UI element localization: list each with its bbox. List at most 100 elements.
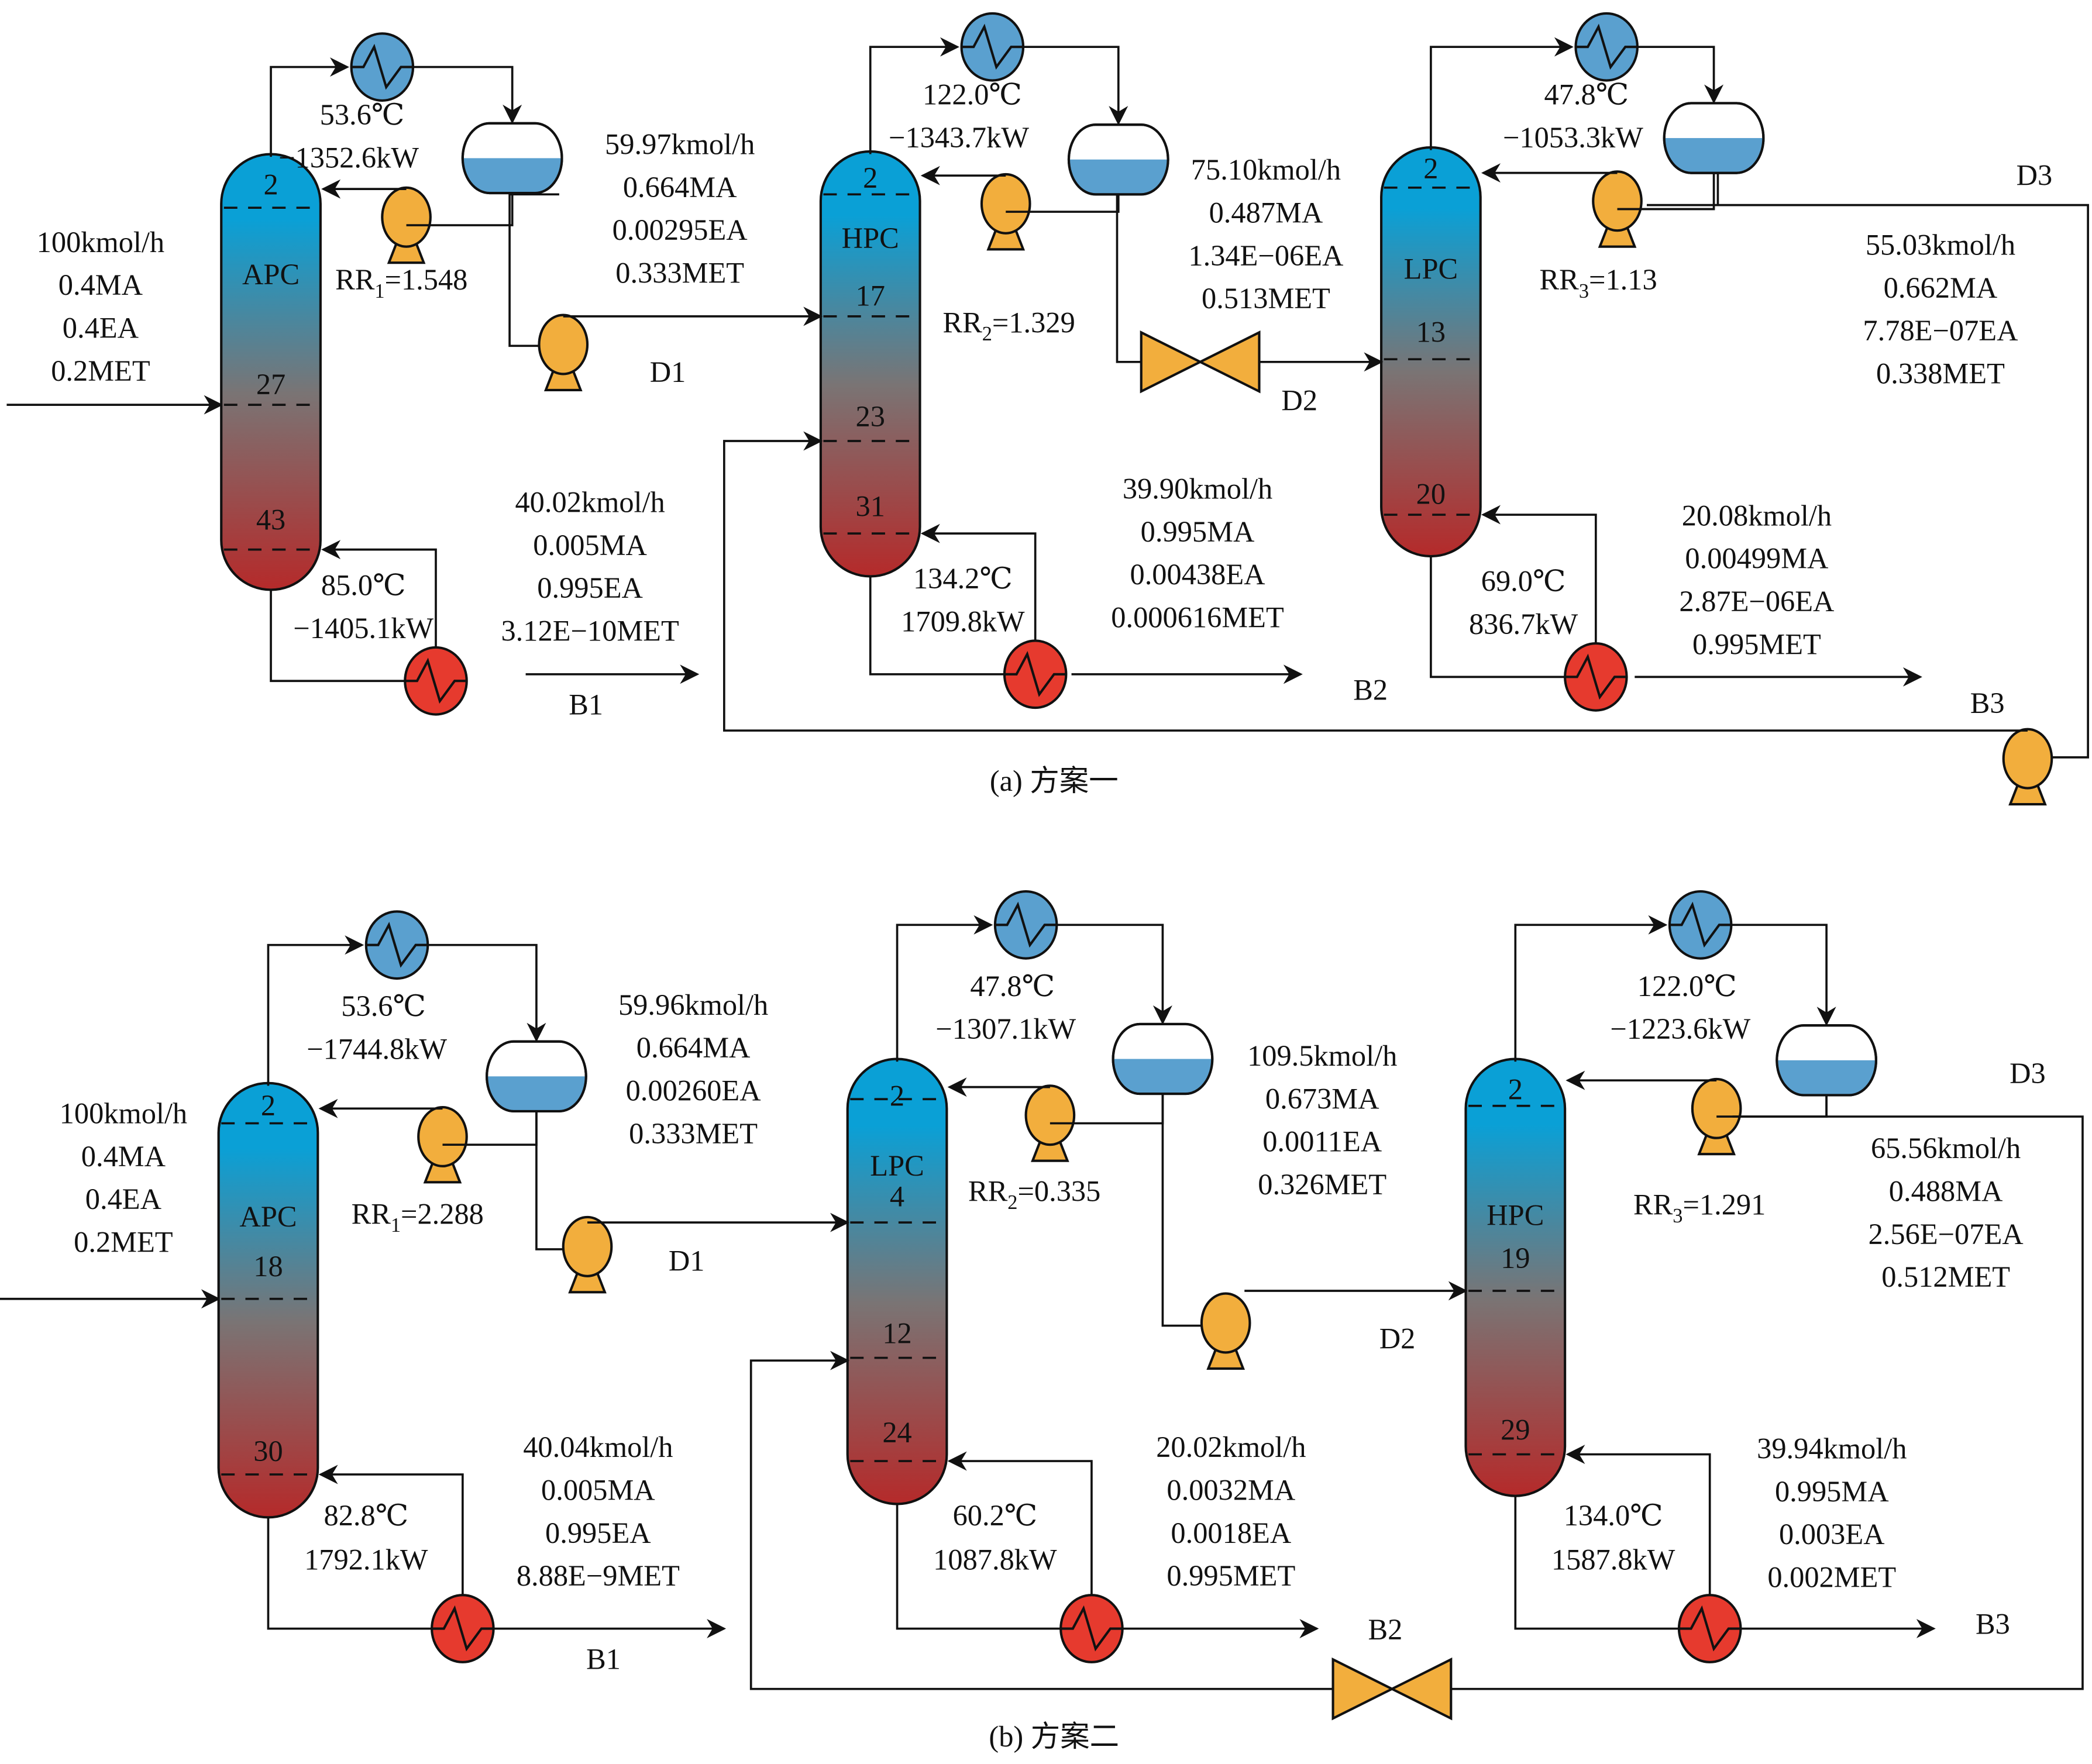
drum-liquid-level — [487, 1076, 586, 1111]
bottoms-draw-line — [267, 1517, 432, 1630]
zigzag-coil-icon — [1061, 1605, 1123, 1652]
rr-value: =0.335 — [1017, 1174, 1100, 1207]
zigzag-coil-icon — [995, 901, 1057, 948]
composition-label: 0.664MA — [623, 171, 737, 204]
distillate-pump-icon — [562, 1215, 613, 1294]
zigzag-coil-icon — [1669, 901, 1732, 948]
flow-rate-label: 100kmol/h — [60, 1097, 187, 1130]
stream-tag-d1: D1 — [650, 356, 686, 388]
condenser-temperature: 53.6℃ — [341, 990, 426, 1022]
reboiler-duty: 836.7kW — [1469, 608, 1578, 640]
reboiler-temperature: 134.0℃ — [1564, 1499, 1663, 1532]
reflux-ratio-label: RR2=0.335 — [968, 1174, 1100, 1214]
column-shell — [1464, 1057, 1567, 1497]
rr-value: =1.291 — [1682, 1188, 1766, 1221]
reflux-drum-outlet-line — [1006, 194, 1120, 213]
zigzag-coil-icon — [405, 657, 467, 704]
composition-label: 0.338MET — [1876, 357, 2005, 390]
drum-liquid-level — [1664, 138, 1764, 173]
bottoms-draw-line — [1430, 556, 1565, 678]
stage-number: 2 — [890, 1080, 904, 1112]
drum-liquid-level — [1777, 1060, 1876, 1095]
stage-number: 23 — [856, 400, 885, 433]
condensate-line — [1637, 46, 1724, 104]
composition-label: 0.00260EA — [626, 1074, 762, 1107]
reboiler-icon — [1059, 1594, 1124, 1663]
stream-tag-d3: D3 — [2017, 159, 2053, 191]
composition-label: 0.005MA — [533, 529, 647, 561]
reboiler-icon — [404, 646, 468, 716]
overhead-vapor-line — [869, 37, 960, 154]
composition-label: 0.487MA — [1209, 196, 1323, 229]
reflux-ratio-label: RR1=1.548 — [335, 263, 467, 302]
reboiler-temperature: 69.0℃ — [1481, 565, 1566, 598]
composition-label: 0.488MA — [1889, 1174, 2003, 1207]
condenser-icon — [993, 890, 1058, 960]
pump-casing — [1200, 1292, 1251, 1354]
reflux-pump-icon — [1024, 1084, 1076, 1162]
reflux-pump-icon — [381, 186, 432, 264]
rr-subscript: 3 — [1673, 1205, 1682, 1227]
stream-tag-b2: B2 — [1368, 1613, 1403, 1646]
zigzag-coil-icon — [1575, 23, 1637, 70]
rr-value: =2.288 — [401, 1197, 484, 1230]
condenser-duty: −1053.3kW — [1503, 121, 1643, 154]
condensate-line — [413, 66, 522, 124]
condenser-temperature: 53.6℃ — [320, 98, 405, 131]
zigzag-coil-icon — [351, 43, 414, 90]
column-shell — [220, 153, 322, 591]
rr-symbol: RR — [1633, 1188, 1673, 1221]
distillate-line-d2 — [1116, 194, 1144, 363]
stage-number: 2 — [263, 168, 278, 201]
composition-label: 0.005MA — [541, 1474, 655, 1507]
composition-label: 0.0032MA — [1167, 1474, 1295, 1507]
reflux-drum — [1776, 1024, 1878, 1097]
panel-caption: (a) 方案一 — [990, 764, 1119, 797]
composition-label: 0.333MET — [615, 257, 744, 290]
rr-subscript: 3 — [1579, 280, 1589, 302]
drum-liquid-level — [462, 158, 562, 194]
condensate-line — [1057, 924, 1172, 1025]
d3-recycle-line — [723, 431, 2028, 732]
condenser-duty: −1343.7kW — [889, 121, 1029, 154]
stage-number: 4 — [890, 1180, 904, 1213]
pump-casing — [538, 313, 589, 375]
reboiler-temperature: 60.2℃ — [953, 1499, 1038, 1532]
composition-label: 7.78E−07EA — [1863, 314, 2018, 347]
condenser-duty: −1744.8kW — [307, 1033, 447, 1066]
distillate-line-d3 — [1646, 204, 2089, 759]
rr-symbol: RR — [968, 1174, 1008, 1207]
composition-label: 3.12E−10MET — [501, 614, 679, 647]
column-shell — [1380, 146, 1482, 558]
zigzag-coil-icon — [1565, 653, 1627, 700]
reflux-drum — [1067, 123, 1169, 196]
reboiler-duty: 1709.8kW — [901, 605, 1025, 638]
condenser-duty: −1307.1kW — [935, 1012, 1076, 1045]
stage-number: 29 — [1501, 1413, 1530, 1446]
reflux-pump-icon — [980, 173, 1031, 251]
reflux-ratio-label: RR3=1.291 — [1633, 1188, 1766, 1227]
distillate-pump-icon — [1200, 1292, 1251, 1370]
reflux-ratio-label: RR3=1.13 — [1540, 263, 1657, 302]
stream-tag-d2: D2 — [1379, 1322, 1416, 1355]
flow-rate-label: 59.96kmol/h — [618, 988, 768, 1021]
composition-label: 8.88E−9MET — [517, 1559, 680, 1592]
composition-label: 0.003EA — [1779, 1518, 1885, 1551]
recycle-pump-icon — [2002, 728, 2053, 806]
drum-liquid-level — [1068, 159, 1168, 195]
condenser-temperature: 122.0℃ — [1637, 970, 1737, 1002]
condenser-icon — [960, 12, 1025, 82]
composition-label: 0.00499MA — [1685, 542, 1829, 575]
stage-number: 20 — [1416, 478, 1446, 511]
reboiler-icon — [1564, 642, 1628, 712]
reflux-drum — [486, 1040, 587, 1112]
